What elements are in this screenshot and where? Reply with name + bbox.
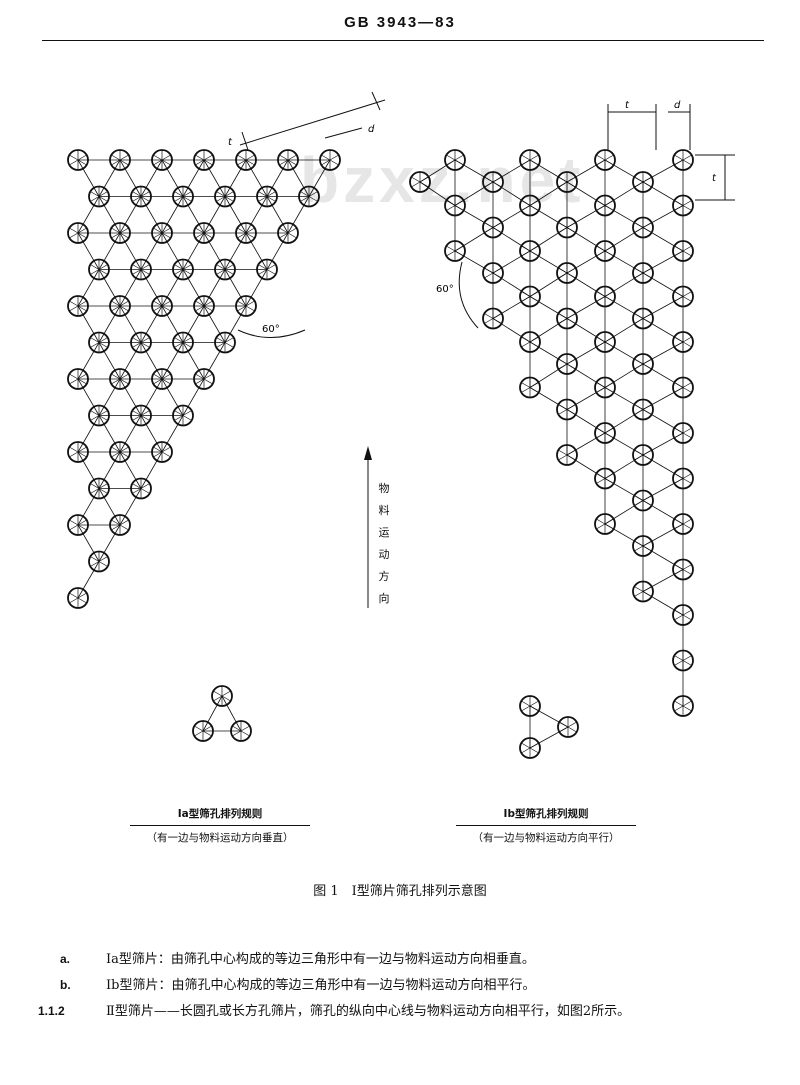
dim-d-left: d [368, 124, 375, 135]
angle-label-left: 60° [262, 324, 280, 335]
paragraph-number: 1.1.2 [38, 1004, 65, 1018]
direction-char: 向 [378, 592, 390, 605]
rule-a-title: Ⅰa型筛孔排列规则 [130, 806, 310, 826]
rule-a-triangle [192, 685, 252, 742]
rule-b-subtitle: （有一边与物料运动方向平行） [472, 832, 620, 844]
dim-t-side-right: t [712, 173, 717, 184]
paragraph-text: Ⅰa型筛片：由筛孔中心构成的等边三角形中有一边与物料运动方向相垂直。 [106, 952, 535, 967]
dim-d-right: d [674, 100, 681, 111]
angle-arc-right [458, 261, 479, 329]
paragraph-text: Ⅱ型筛片——长圆孔或长方孔筛片，筛孔的纵向中心线与物料运动方向相平行，如图2所示… [106, 1004, 631, 1019]
paragraph-number: a. [60, 952, 71, 966]
diagram-type-Ib [409, 149, 694, 717]
rule-b-title: Ⅰb型筛孔排列规则 [456, 806, 636, 826]
dim-t-top-right: t [625, 100, 630, 111]
direction-char: 动 [378, 548, 390, 561]
header-rule [42, 40, 764, 41]
direction-label: 物 料 运 动 方 向 [376, 478, 392, 610]
rule-b-triangle [519, 695, 579, 759]
dimension-right [607, 104, 735, 201]
diagram-type-Ia [67, 149, 341, 609]
figure-caption: 图 1 Ⅰ型筛片筛孔排列示意图 [313, 884, 487, 899]
direction-char: 料 [378, 504, 390, 517]
angle-arc-left [237, 329, 306, 338]
dim-t-left: t [228, 137, 233, 148]
angle-label-right: 60° [436, 284, 454, 295]
standard-header: GB 3943—83 [344, 14, 456, 31]
direction-char: 物 [378, 482, 390, 495]
direction-char: 方 [378, 570, 390, 583]
paragraph-1-1-2: 1.1.2 Ⅱ型筛片——长圆孔或长方孔筛片，筛孔的纵向中心线与物料运动方向相平行，… [0, 1000, 800, 1019]
paragraph-number: b. [60, 978, 71, 992]
rule-a-caption: Ⅰa型筛孔排列规则 （有一边与物料运动方向垂直） [130, 806, 310, 845]
watermark: bzxz.net [300, 144, 584, 216]
paragraph-b: b. Ⅰb型筛片：由筛孔中心构成的等边三角形中有一边与物料运动方向相平行。 [0, 974, 800, 993]
direction-char: 运 [378, 526, 390, 539]
paragraph-text: Ⅰb型筛片：由筛孔中心构成的等边三角形中有一边与物料运动方向相平行。 [106, 978, 536, 993]
arrow-up-icon [364, 446, 372, 608]
rule-b-caption: Ⅰb型筛孔排列规则 （有一边与物料运动方向平行） [456, 806, 636, 845]
rule-a-subtitle: （有一边与物料运动方向垂直） [146, 832, 294, 844]
dimension-left [239, 91, 386, 151]
paragraph-a: a. Ⅰa型筛片：由筛孔中心构成的等边三角形中有一边与物料运动方向相垂直。 [0, 948, 800, 967]
figure-1: bzxz.net 60° t d t d t [67, 91, 735, 759]
